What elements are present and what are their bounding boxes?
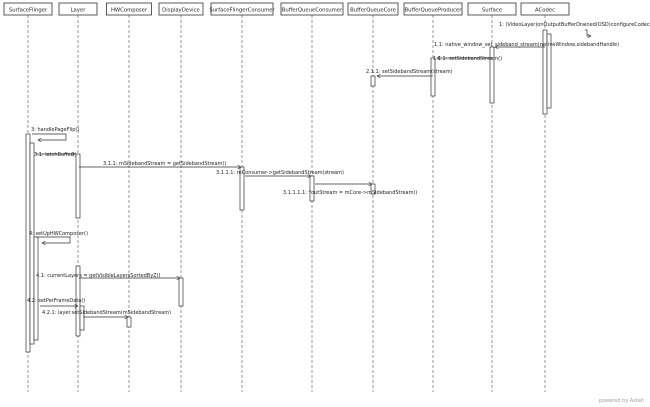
- message-4: 2.1.1: setSidebandStream(stream): [366, 69, 453, 76]
- participant-label: HWComposer: [111, 7, 148, 13]
- participant-bqprod: BufferQueueProducer: [403, 2, 463, 16]
- participant-box: [158, 2, 204, 16]
- participant-box: [3, 2, 53, 16]
- activation-bar: [309, 175, 315, 202]
- participant-box: [403, 2, 463, 16]
- self-message-arrow: [36, 236, 71, 243]
- self-message-arrow: [32, 133, 67, 140]
- participant-box: [210, 2, 274, 16]
- activation-bar: [489, 46, 495, 104]
- activation-bar: [546, 33, 552, 109]
- participant-sfc: SurfaceFlingerConsumer: [209, 2, 275, 16]
- message-label: 3.1.1.1.1: *outStream = mCore->mSideband…: [283, 190, 417, 196]
- participant-label: BufferQueueProducer: [405, 7, 463, 13]
- participant-label: BufferQueueCore: [350, 7, 396, 13]
- activation-bar: [370, 75, 376, 87]
- activation-bar: [370, 183, 376, 195]
- message-label: 4: setUpHWComposer(): [29, 231, 88, 237]
- participant-label: DisplayDevice: [162, 7, 200, 13]
- participant-label: BufferQueueConsumer: [282, 7, 343, 13]
- participant-box: [106, 2, 152, 16]
- activation-bar: [29, 142, 35, 345]
- participant-sf: SurfaceFlinger: [3, 2, 53, 16]
- message-5: 3: handlePageFlip(): [31, 127, 79, 140]
- message-8: 3.1.1.1: mConsumer->getSidebandStream(st…: [216, 170, 344, 176]
- activation-bar: [33, 236, 39, 341]
- watermark-text: powered by Astah: [598, 398, 644, 404]
- activation-bar: [126, 316, 132, 328]
- message-label: 1.1.1: setSidebandStream(): [433, 56, 502, 62]
- message-label: 2.1.1: setSidebandStream(stream): [366, 69, 453, 75]
- message-label: 3: handlePageFlip(): [31, 127, 79, 133]
- message-12: 4.2: setPerFrameData(): [27, 298, 85, 306]
- participant-label: Surface: [482, 7, 502, 13]
- participant-box: [467, 2, 517, 16]
- self-message-arrow: [585, 29, 591, 36]
- message-label: 1: (VideoLayer)onOutputBufferDrained(OSD…: [499, 22, 650, 28]
- message-label: 1.1: native_window_set_sideband_stream(n…: [434, 42, 619, 48]
- activation-bar: [430, 57, 436, 97]
- activation-bar: [25, 133, 31, 353]
- message-6: 3.1: latchBuffer(): [34, 152, 77, 158]
- message-9: 3.1.1.1.1: *outStream = mCore->mSideband…: [283, 184, 417, 196]
- message-13: 4.2.1: layer.setSidebandStream(mSideband…: [42, 310, 171, 317]
- participant-acodec: ACodec: [520, 2, 570, 16]
- participant-label: Layer: [71, 7, 87, 13]
- participant-box: [280, 2, 344, 16]
- message-11: 4.1: currentLayers = getVisibleLayersSor…: [36, 273, 180, 279]
- message-2: 1.1: native_window_set_sideband_stream(n…: [434, 42, 619, 48]
- participant-box: [58, 2, 98, 16]
- activation-bar: [239, 166, 245, 211]
- participant-bqcons: BufferQueueConsumer: [280, 2, 344, 16]
- message-label: 4.1: currentLayers = getVisibleLayersSor…: [36, 273, 161, 279]
- message-label: 3.1: latchBuffer(): [34, 152, 77, 158]
- participant-dd: DisplayDevice: [158, 2, 204, 16]
- participant-layer: Layer: [58, 2, 98, 16]
- participant-hwc: HWComposer: [106, 2, 152, 16]
- activation-bar: [75, 265, 81, 337]
- message-label: 4.2.1: layer.setSidebandStream(mSideband…: [42, 310, 171, 316]
- participant-label: SurfaceFlinger: [9, 7, 48, 13]
- message-1: 1: (VideoLayer)onOutputBufferDrained(OSD…: [499, 22, 650, 36]
- participant-bqcore: BufferQueueCore: [347, 2, 399, 16]
- participant-box: [520, 2, 570, 16]
- activation-bar: [178, 277, 184, 307]
- message-10: 4: setUpHWComposer(): [29, 231, 88, 243]
- message-label: 4.2: setPerFrameData(): [27, 298, 85, 304]
- message-3: 1.1.1: setSidebandStream(): [433, 56, 502, 62]
- message-label: 3.1.1.1: mConsumer->getSidebandStream(st…: [216, 170, 344, 176]
- activation-bar: [79, 305, 85, 331]
- activation-bar: [75, 153, 81, 219]
- participant-surface: Surface: [467, 2, 517, 16]
- message-label: 3.1.1: mSidebandStream = getSidebandStre…: [103, 161, 226, 167]
- participant-label: SurfaceFlingerConsumer: [209, 7, 275, 13]
- participant-label: ACodec: [535, 7, 555, 13]
- message-7: 3.1.1: mSidebandStream = getSidebandStre…: [79, 161, 241, 167]
- participant-box: [347, 2, 399, 16]
